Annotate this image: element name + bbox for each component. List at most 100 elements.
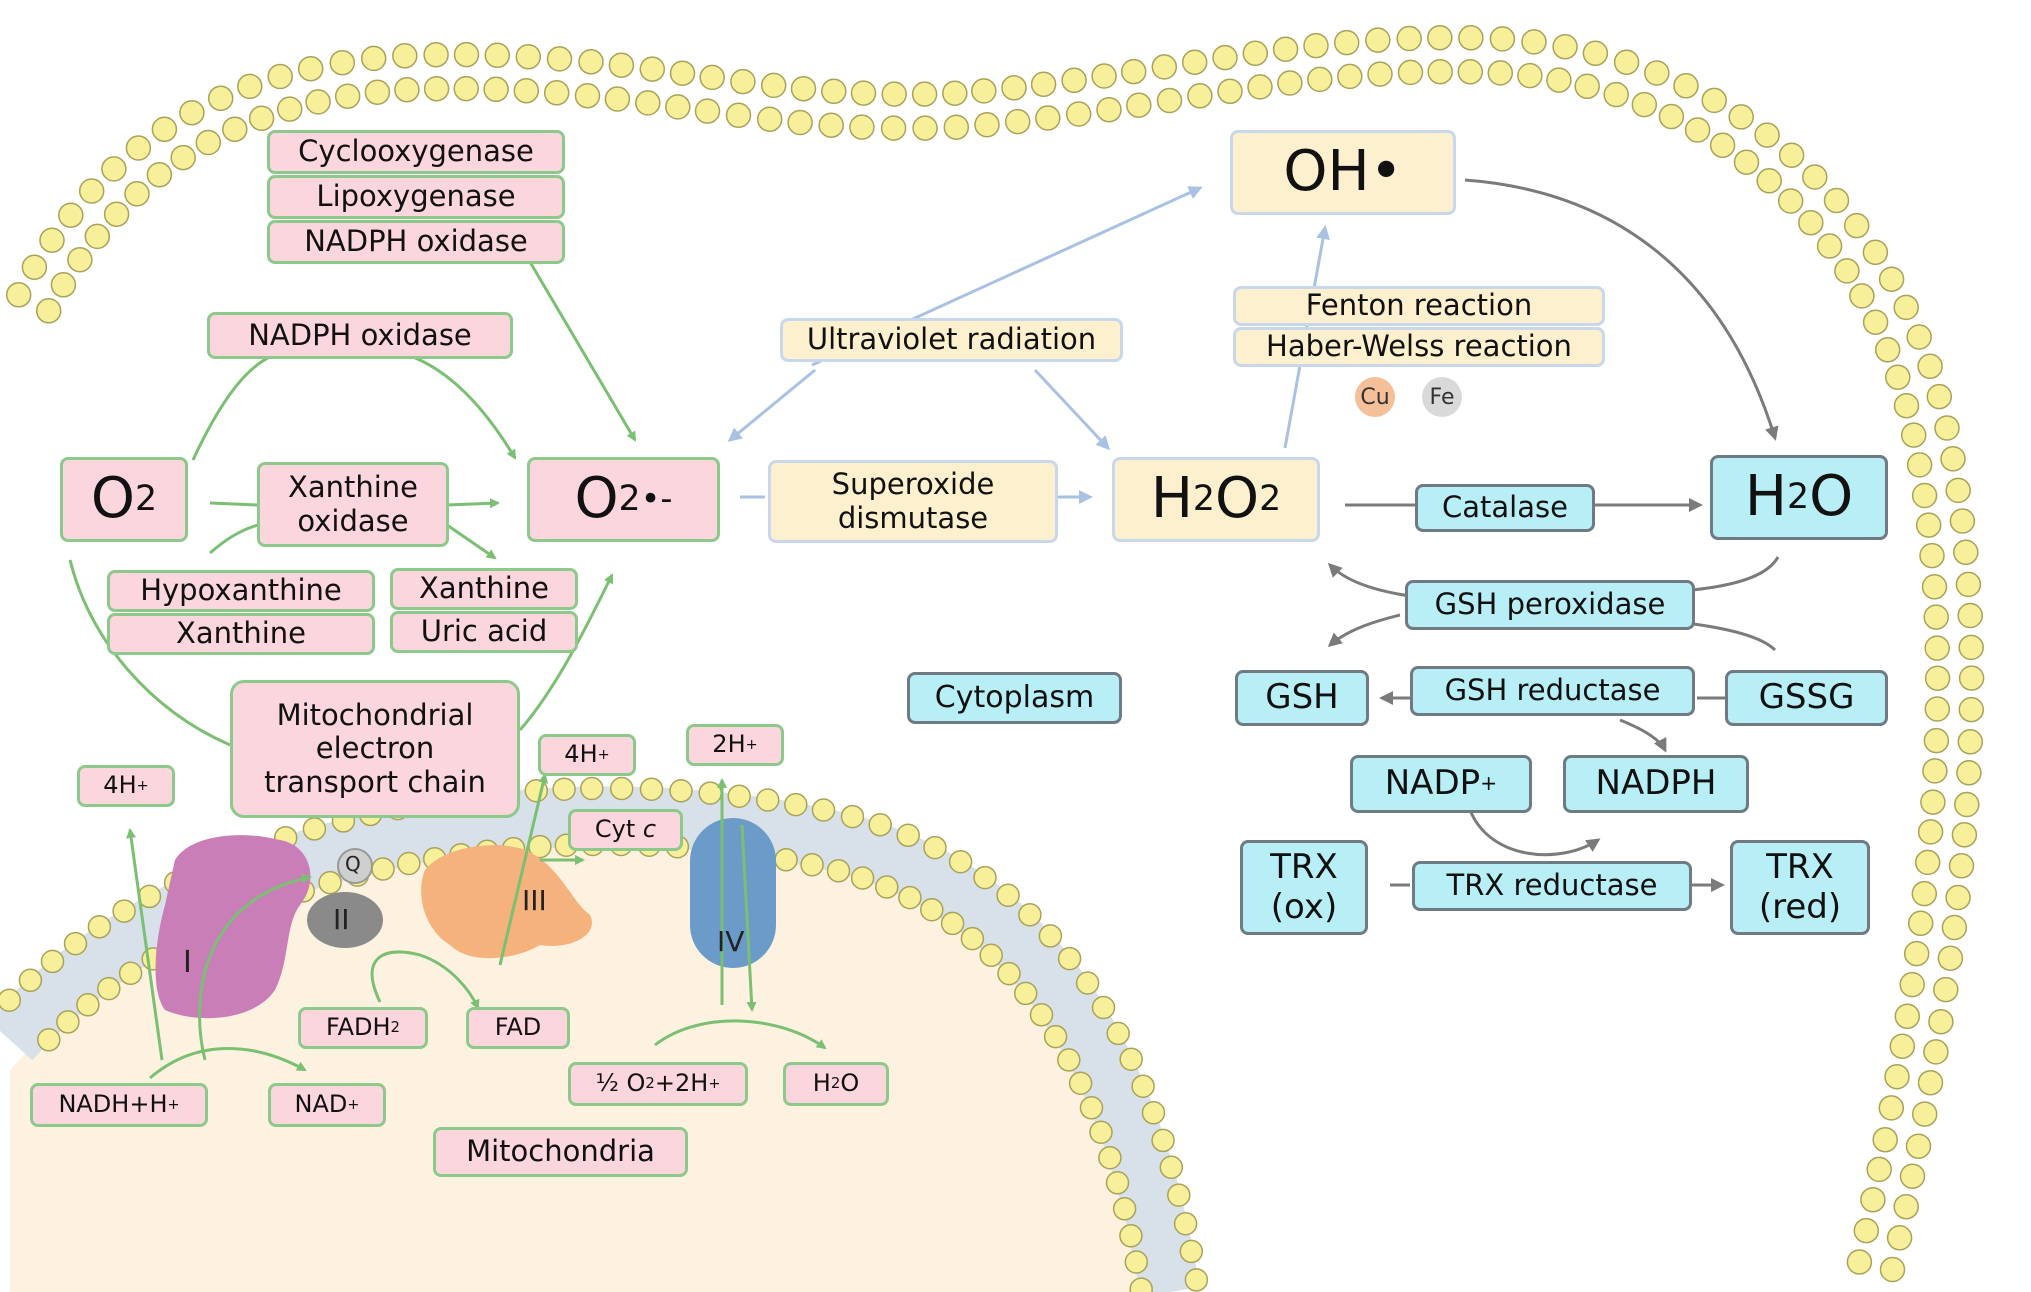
- lipid-head: [1849, 283, 1875, 309]
- lipid-head: [850, 80, 877, 106]
- complex-i-label: I: [183, 945, 192, 980]
- cytc-main: Cyt: [594, 815, 643, 844]
- lipid-head: [849, 114, 875, 140]
- lipid-head: [1458, 25, 1484, 51]
- lipid-head: [665, 94, 691, 120]
- lipid-head: [1846, 1249, 1873, 1275]
- lipid-head: [1701, 87, 1727, 114]
- lipid-head: [1030, 71, 1057, 98]
- lipid-head: [727, 784, 751, 808]
- fadh2-main: FADH: [325, 1013, 391, 1042]
- lipid-head: [1096, 96, 1122, 123]
- lipid-head: [1644, 60, 1670, 86]
- water-p1: H: [812, 1069, 831, 1098]
- lipid-head: [170, 144, 196, 171]
- trx-reductase-text: TRX reductase: [1446, 868, 1658, 903]
- cytoplasm-text: Cytoplasm: [934, 679, 1095, 715]
- lipid-head: [1919, 542, 1945, 569]
- lipid-head: [1924, 665, 1951, 691]
- cu-badge: Cu: [1355, 377, 1395, 417]
- superoxide-sub: 2: [618, 478, 641, 519]
- lipid-head: [1834, 258, 1860, 284]
- lipid-head: [997, 961, 1021, 986]
- lipid-head: [112, 899, 136, 923]
- lipid-head: [1816, 233, 1843, 259]
- hypoxanthine-text: Hypoxanthine: [140, 573, 342, 608]
- lipid-head: [179, 99, 205, 126]
- lipid-head: [604, 86, 631, 112]
- mitochondria-text: Mitochondria: [466, 1134, 655, 1169]
- lipid-head: [1911, 880, 1938, 907]
- lipid-head: [1923, 604, 1949, 630]
- lipid-head: [1923, 1039, 1949, 1065]
- ubiquinone-shape: [337, 848, 373, 884]
- lipid-head: [222, 116, 248, 143]
- lipid-head: [1184, 1268, 1209, 1292]
- lipid-head: [1945, 477, 1971, 504]
- lipid-head: [1866, 1156, 1892, 1183]
- lipid-head: [297, 55, 324, 82]
- h2o-p2: O: [1809, 464, 1854, 530]
- lipid-head: [1035, 105, 1061, 131]
- h4-left-sup: +: [136, 777, 149, 794]
- h2o2-s2: 2: [1259, 478, 1282, 519]
- lipid-head: [371, 857, 395, 881]
- lipid-head: [1889, 1033, 1916, 1059]
- complex-ii-label: II: [333, 903, 350, 936]
- catalase-text: Catalase: [1442, 490, 1568, 525]
- lipid-head: [1119, 1047, 1143, 1071]
- lipid-head: [1907, 910, 1934, 937]
- lipid-head: [1823, 187, 1850, 214]
- lipid-head: [790, 75, 817, 102]
- lipid-head: [608, 52, 635, 78]
- lipid-head: [1903, 940, 1930, 967]
- lipid-head: [1098, 1145, 1122, 1170]
- lipid-head: [1798, 209, 1824, 236]
- gsh-reductase-text: GSH reductase: [1444, 673, 1661, 708]
- superoxide-sup: •-: [640, 479, 673, 519]
- gsh-text: GSH: [1265, 677, 1339, 718]
- o2-sub: 2: [134, 478, 158, 519]
- lipid-head: [1179, 1239, 1204, 1264]
- lipid-head: [1893, 294, 1919, 321]
- lipid-head: [811, 798, 836, 822]
- lipid-head: [5, 282, 32, 308]
- lipid-head: [800, 853, 824, 877]
- lipid-head: [50, 272, 77, 298]
- lipid-head: [1920, 789, 1946, 815]
- lipid-head: [1843, 212, 1870, 239]
- uric-acid-text: Uric acid: [420, 614, 548, 649]
- lipid-head: [1911, 482, 1938, 509]
- lipid-head: [974, 111, 1000, 138]
- lipid-head: [821, 78, 847, 105]
- complex-iii-text: III: [522, 884, 547, 917]
- lipid-head: [1958, 696, 1985, 723]
- lipid-head: [453, 75, 479, 102]
- catalase-label: Catalase: [1415, 484, 1595, 532]
- lipid-head: [920, 897, 944, 922]
- complex-i-shape: [155, 835, 311, 1019]
- lipid-head: [1151, 1128, 1175, 1153]
- lipid-head: [1958, 665, 1985, 691]
- sod-line2: dismutase: [837, 500, 989, 535]
- lipid-head: [21, 254, 48, 280]
- lipid-head: [305, 89, 331, 115]
- lipoxygenase-label: Lipoxygenase: [267, 175, 565, 219]
- lipid-head: [1924, 696, 1951, 722]
- lipid-head: [1777, 188, 1804, 214]
- lipid-head: [1958, 634, 1984, 661]
- lipid-head: [0, 988, 22, 1012]
- xanthine-oxidase-label: Xanthine oxidase: [257, 462, 449, 547]
- lipid-head: [1075, 971, 1100, 995]
- lipid-head: [1489, 26, 1516, 52]
- lipid-head: [1303, 32, 1329, 59]
- lipid-head: [1457, 59, 1484, 85]
- lipid-head: [37, 1028, 61, 1052]
- lipid-head: [1396, 25, 1422, 52]
- lipid-head: [580, 776, 604, 801]
- lipid-head: [1951, 822, 1978, 848]
